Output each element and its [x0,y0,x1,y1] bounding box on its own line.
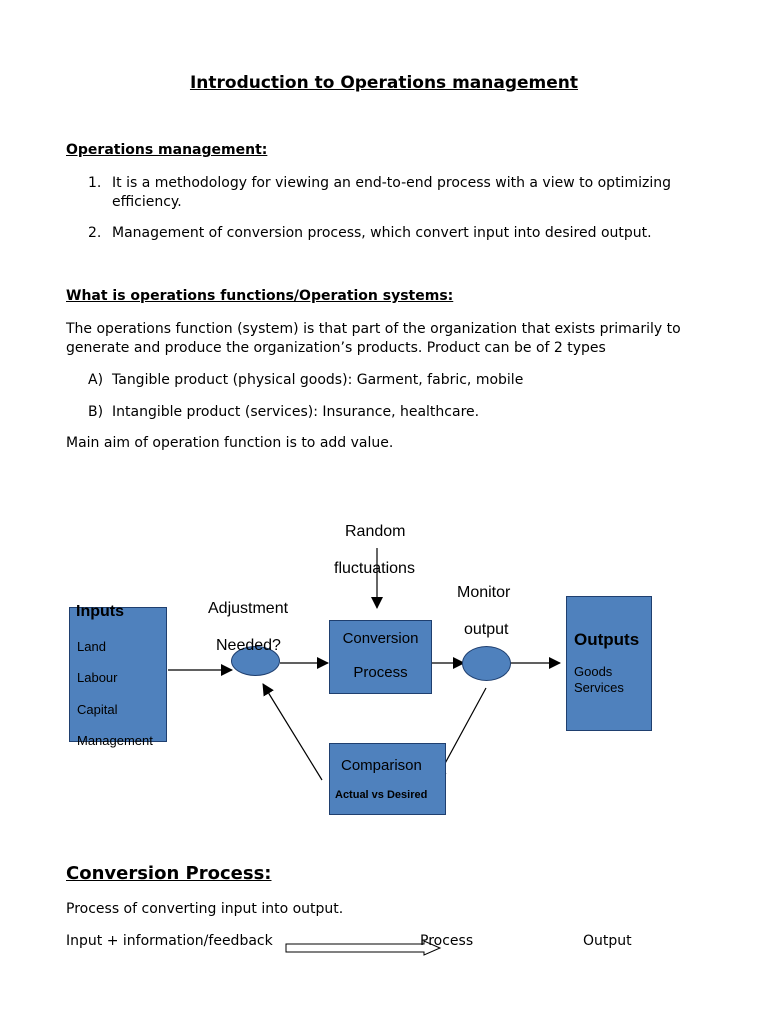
flow-output-text: Output [583,933,632,949]
flow-input-text: Input + information/feedback [66,933,273,949]
aim-text: Main aim of operation function is to add… [66,435,394,451]
list-marker: 1. [88,175,102,191]
list-item-text: efficiency. [112,194,182,210]
list-item-text: Intangible product (services): Insurance… [112,404,480,420]
inputs-item: Management [77,733,153,748]
paragraph-line: The operations function (system) is that… [66,321,681,337]
comparison-label: Comparison [341,757,422,774]
monitor-output-label: Monitor [457,584,511,601]
outputs-item: Goods [574,664,613,679]
inputs-title: Inputs [76,603,124,620]
list-marker: 2. [88,225,102,241]
adjustment-label: Needed? [216,637,281,654]
adjustment-label: Adjustment [208,600,289,617]
outputs-title: Outputs [574,630,640,649]
inputs-item: Capital [77,702,118,717]
arrow-comparison-to-adjustment [262,683,323,781]
comparison-sublabel: Actual vs Desired [335,789,428,801]
section-heading-operations-management: Operations management: [66,142,268,158]
random-fluctuations-label: fluctuations [334,560,415,577]
page-title: Introduction to Operations management [189,73,579,93]
list-item-text: It is a methodology for viewing an end-t… [112,175,671,191]
conversion-label: Process [353,664,408,681]
list-marker: A) [88,372,104,388]
monitor-node [462,646,511,681]
section-heading-operations-functions: What is operations functions/Operation s… [66,288,454,304]
monitor-output-label: output [464,621,509,638]
inputs-item: Labour [77,670,118,685]
flow-arrow-icon [285,940,442,956]
list-item-text: Management of conversion process, which … [112,225,652,241]
conversion-label: Conversion [342,630,419,647]
outputs-box [566,596,652,731]
random-fluctuations-label: Random [345,523,406,540]
list-marker: B) [88,404,104,420]
section-heading-conversion-process: Conversion Process: [66,863,272,884]
inputs-box [69,607,167,742]
inputs-item: Land [77,639,106,654]
comparison-box [329,743,446,815]
paragraph-line: generate and produce the organization’s … [66,340,606,356]
adjustment-node [231,646,280,676]
conversion-process-box [329,620,432,694]
paragraph-line: Process of converting input into output. [66,901,344,917]
list-item-text: Tangible product (physical goods): Garme… [112,372,524,388]
flow-process-text: Process [420,933,474,949]
outputs-item: Services [574,680,624,695]
